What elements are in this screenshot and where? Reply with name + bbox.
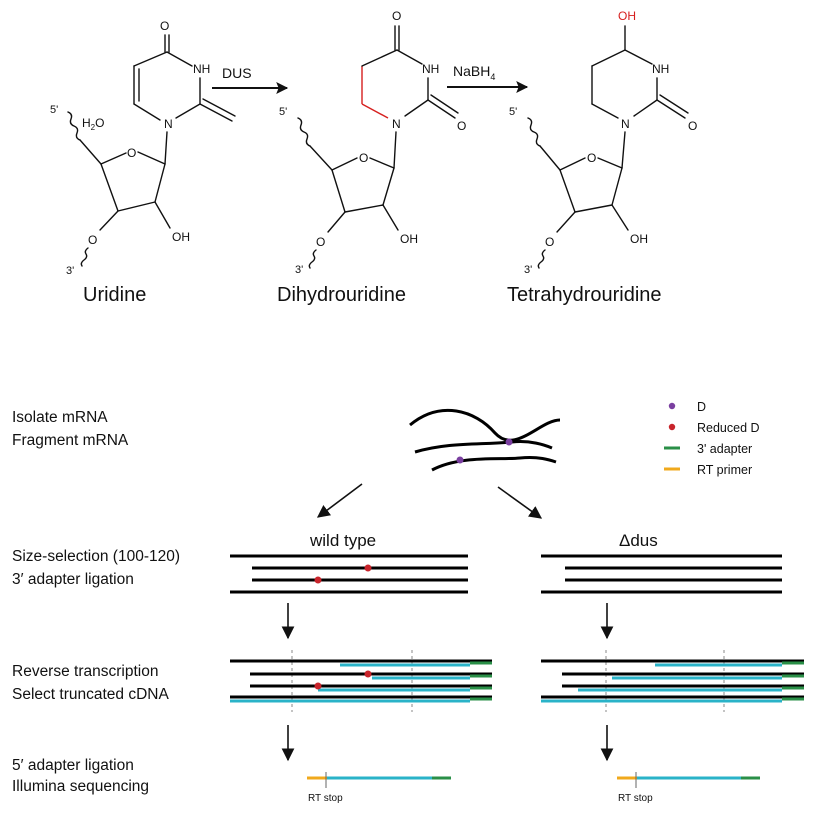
compound-name-tetrahydrouridine: Tetrahydrouridine — [507, 284, 662, 306]
tetrahydrouridine-structure: OH NH O N O OH O 3' 5' — [509, 9, 697, 276]
atom-nh: NH — [422, 62, 439, 76]
d-site-dot — [505, 438, 513, 446]
atom-o: O — [545, 235, 554, 249]
legend-d-label: D — [697, 400, 706, 414]
atom-oh-red: OH — [618, 9, 636, 23]
atom-o: O — [359, 151, 368, 165]
five-prime-label: 5' — [50, 104, 58, 116]
uridine-structure: O NH N O OH O 3' 5' H2O — [50, 19, 236, 277]
atom-o: O — [88, 233, 97, 247]
reduced-d-dot — [314, 682, 322, 690]
water-label: H2O — [82, 116, 104, 132]
branch-arrow-wild-type — [316, 483, 363, 518]
atom-n: N — [392, 117, 401, 131]
legend-d-dot — [668, 402, 676, 410]
rt-stop-label: RT stop — [308, 793, 343, 804]
final-read-wild-type: RT stop — [307, 772, 451, 804]
legend: D Reduced D 3' adapter RT primer — [664, 400, 760, 477]
condition-wild-type: wild type — [309, 531, 376, 550]
final-read-delta-dus: RT stop — [617, 772, 760, 804]
rt-wild-type — [230, 650, 492, 712]
legend-adapter-label: 3' adapter — [697, 442, 752, 456]
step-1-line-2: Fragment mRNA — [12, 432, 129, 449]
atom-o: O — [457, 119, 466, 133]
compound-name-dihydrouridine: Dihydrouridine — [277, 284, 406, 306]
size-selected-delta-dus — [541, 554, 782, 594]
step-4-line-2: Illumina sequencing — [12, 778, 149, 795]
three-prime-label: 3' — [295, 264, 303, 276]
step-2-line-2: 3′ adapter ligation — [12, 571, 134, 588]
compound-name-uridine: Uridine — [83, 284, 146, 306]
atom-o: O — [392, 9, 401, 23]
condition-delta-dus: Δdus — [619, 531, 658, 550]
rt-delta-dus — [541, 650, 804, 712]
mrna-fragments — [409, 409, 561, 472]
atom-o: O — [688, 119, 697, 133]
reduced-d-dot — [364, 670, 372, 678]
step-3-line-2: Select truncated cDNA — [12, 686, 169, 703]
reduced-d-dot — [314, 576, 322, 584]
atom-o: O — [587, 151, 596, 165]
three-prime-label: 3' — [66, 265, 74, 277]
atom-o: O — [316, 235, 325, 249]
legend-reduced-d-label: Reduced D — [697, 421, 760, 435]
step-1-line-1: Isolate mRNA — [12, 409, 108, 426]
reagent-dus: DUS — [222, 65, 252, 81]
branch-arrow-dus — [497, 486, 543, 519]
atom-n: N — [621, 117, 630, 131]
rt-stop-label: RT stop — [618, 793, 653, 804]
atom-oh: OH — [172, 230, 190, 244]
three-prime-label: 3' — [524, 264, 532, 276]
five-prime-label: 5' — [279, 106, 287, 118]
reagent-nabh4: NaBH4 — [453, 63, 495, 82]
atom-oh: OH — [630, 232, 648, 246]
d-site-dot — [456, 456, 464, 464]
atom-nh: NH — [193, 62, 210, 76]
step-3-line-1: Reverse transcription — [12, 663, 158, 680]
atom-nh: NH — [652, 62, 669, 76]
step-4-line-1: 5′ adapter ligation — [12, 757, 134, 774]
atom-o: O — [127, 146, 136, 160]
legend-reduced-d-dot — [668, 423, 676, 431]
atom-n: N — [164, 117, 173, 131]
legend-primer-label: RT primer — [697, 463, 752, 477]
reduced-d-dot — [364, 564, 372, 572]
atom-o: O — [160, 19, 169, 33]
atom-oh: OH — [400, 232, 418, 246]
size-selected-wild-type — [230, 554, 468, 594]
dihydrouridine-structure: O NH O N O OH O 3' 5' — [279, 9, 466, 276]
five-prime-label: 5' — [509, 106, 517, 118]
step-2-line-1: Size-selection (100-120) — [12, 548, 180, 565]
